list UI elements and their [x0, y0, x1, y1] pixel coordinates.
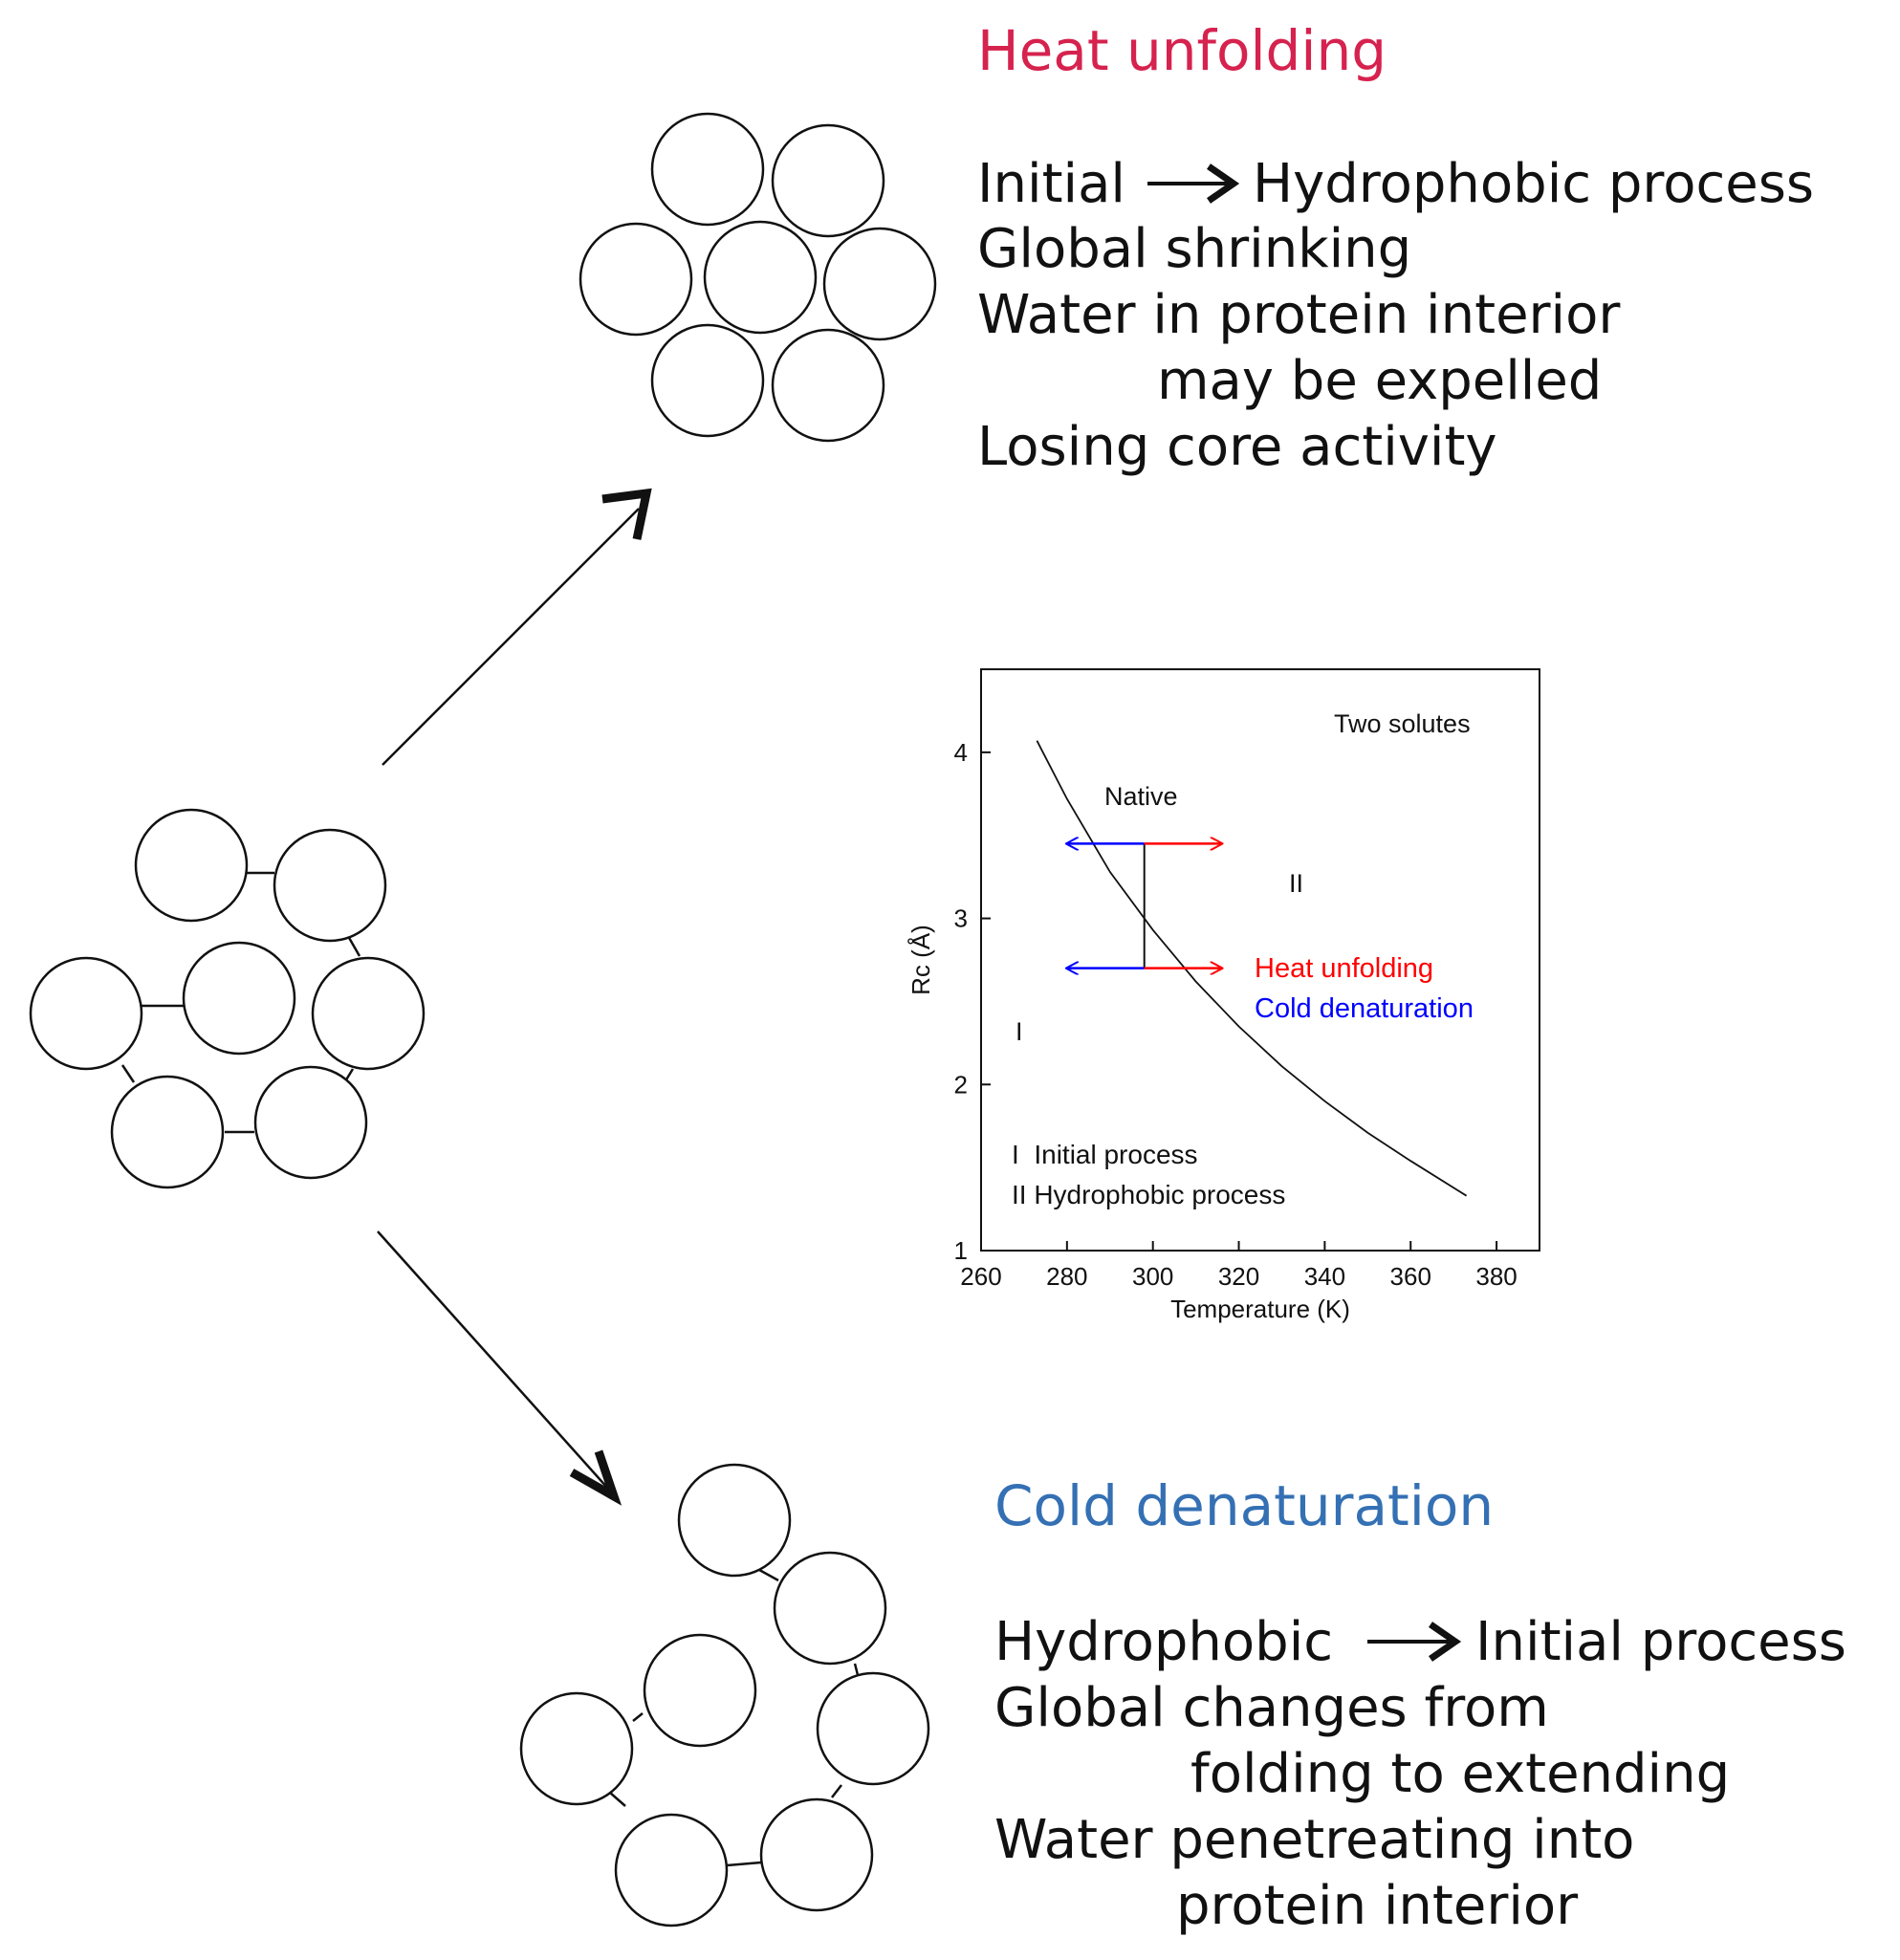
- x-tick-label: 280: [1046, 1262, 1087, 1291]
- x-tick-label: 340: [1304, 1262, 1345, 1291]
- residue-circle: [134, 808, 249, 923]
- cold-line-protein-interior: protein interior: [1176, 1875, 1579, 1937]
- legend-heat-unfolding: Heat unfolding: [1255, 953, 1433, 984]
- bond: [632, 1712, 644, 1722]
- chart-frame: [980, 668, 1540, 1252]
- heat-transition-arrow: [382, 488, 652, 766]
- residue-circle: [759, 1797, 874, 1912]
- heat-line-initial: Initial: [977, 153, 1125, 215]
- key-initial-process: I Initial process: [1012, 1140, 1198, 1169]
- cold-denatured-protein: [519, 1463, 930, 1927]
- residue-circle: [614, 1813, 729, 1927]
- residue-circle: [519, 1691, 634, 1806]
- cold-process-arrow: [1367, 1622, 1462, 1662]
- residue-circle: [771, 123, 885, 238]
- cold-line-folding-extending: folding to extending: [1190, 1743, 1731, 1805]
- bond: [726, 1861, 762, 1867]
- bond: [609, 1792, 626, 1807]
- cold-denaturation-title: Cold denaturation: [994, 1473, 1495, 1538]
- residue-circle: [29, 956, 143, 1071]
- heat-line-global-shrinking: Global shrinking: [977, 218, 1412, 280]
- bond: [853, 1663, 860, 1676]
- region-I-label: I: [1016, 1017, 1023, 1046]
- x-tick-label: 320: [1218, 1262, 1259, 1291]
- series-curve: [1036, 740, 1468, 1197]
- residue-circle: [703, 220, 818, 335]
- heat-line-losing-core: Losing core activity: [977, 416, 1497, 478]
- cold-line-initial-process: Initial process: [1475, 1611, 1846, 1673]
- residue-circle: [773, 1551, 887, 1666]
- residue-circle: [650, 112, 765, 227]
- y-axis-label: Rc (Å): [906, 925, 935, 995]
- residue-circle: [579, 222, 693, 337]
- region-native-label: Native: [1104, 782, 1178, 811]
- x-axis-label: Temperature (K): [1170, 1295, 1350, 1323]
- x-tick-label: 260: [960, 1262, 1001, 1291]
- heat-line-may-be-expelled: may be expelled: [1157, 350, 1603, 412]
- region-II-label: II: [1289, 869, 1303, 898]
- x-tick-label: 300: [1132, 1262, 1173, 1291]
- heat-unfolding-title: Heat unfolding: [977, 18, 1387, 83]
- heat-line-water-interior: Water in protein interior: [977, 284, 1621, 346]
- native-protein: [29, 808, 426, 1189]
- y-tick-label: 3: [954, 904, 968, 933]
- cold-line-water-penetrating: Water penetreating into: [994, 1809, 1635, 1871]
- rc-temperature-chart: 260 280 300 320 340 360 380 1 2 3 4 Two solutes Na…: [906, 668, 1540, 1323]
- bond: [120, 1064, 136, 1083]
- cold-transition-arrow: [377, 1230, 622, 1506]
- heat-line-hydrophobic-process: Hydrophobic process: [1253, 153, 1815, 215]
- y-tick-label: 1: [954, 1236, 968, 1265]
- residue-circle: [643, 1633, 757, 1748]
- cold-line-global-changes: Global changes from: [994, 1677, 1549, 1739]
- residue-circle: [816, 1671, 930, 1786]
- bond: [346, 935, 361, 957]
- heat-unfolded-protein: [579, 112, 937, 443]
- x-tick-label: 360: [1390, 1262, 1431, 1291]
- residue-circle: [110, 1075, 225, 1189]
- x-tick-label: 380: [1475, 1262, 1517, 1291]
- heat-process-arrow: [1147, 163, 1240, 204]
- residue-circle: [311, 956, 426, 1071]
- residue-circle: [677, 1463, 792, 1578]
- key-hydrophobic-process: II Hydrophobic process: [1012, 1180, 1285, 1209]
- residue-circle: [822, 227, 937, 341]
- residue-circle: [273, 828, 387, 943]
- y-tick-label: 2: [954, 1070, 968, 1099]
- residue-circle: [253, 1065, 368, 1180]
- y-tick-label: 4: [954, 738, 968, 767]
- chart-annotation-title: Two solutes: [1334, 709, 1471, 738]
- cold-line-hydrophobic: Hydrophobic: [994, 1611, 1334, 1673]
- legend-cold-denaturation: Cold denaturation: [1255, 993, 1474, 1024]
- residue-circle: [771, 328, 885, 443]
- bond: [831, 1784, 842, 1798]
- residue-circle: [650, 323, 765, 438]
- residue-circle: [182, 941, 296, 1056]
